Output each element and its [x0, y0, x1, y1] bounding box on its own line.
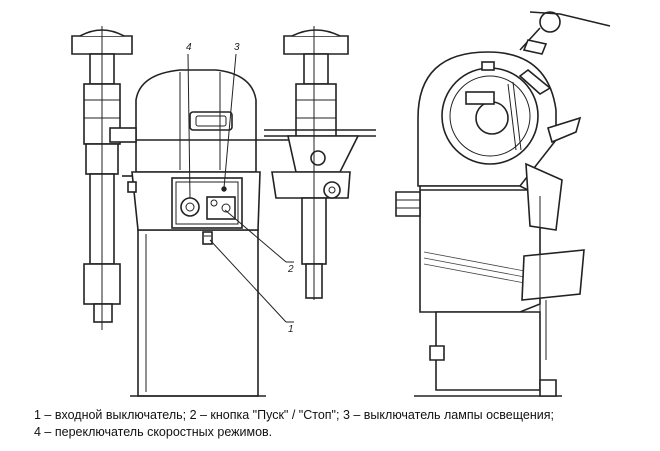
caption-line-2: 4 – переключатель скоростных режимов. [34, 425, 273, 439]
callout-2: 2 [287, 264, 294, 275]
front-view: 4 3 2 1 [71, 26, 376, 397]
figure-caption: 1 – входной выключатель; 2 – кнопка "Пус… [34, 407, 654, 441]
lamp [519, 11, 611, 55]
pedestal [130, 229, 266, 397]
callout-1: 1 [288, 324, 294, 335]
side-view [395, 11, 611, 397]
side-pedestal [414, 311, 562, 397]
right-spindle-assembly [264, 26, 376, 300]
callout-4: 4 [186, 42, 192, 53]
callout-3: 3 [234, 42, 240, 53]
left-spindle-assembly [71, 26, 137, 330]
wheel-guard [417, 51, 582, 187]
caption-line-1: 1 – входной выключатель; 2 – кнопка "Пус… [34, 408, 554, 422]
machine-technical-drawing: 4 3 2 1 [71, 11, 611, 397]
side-cabinet [395, 162, 585, 360]
leader-lines [187, 53, 294, 323]
